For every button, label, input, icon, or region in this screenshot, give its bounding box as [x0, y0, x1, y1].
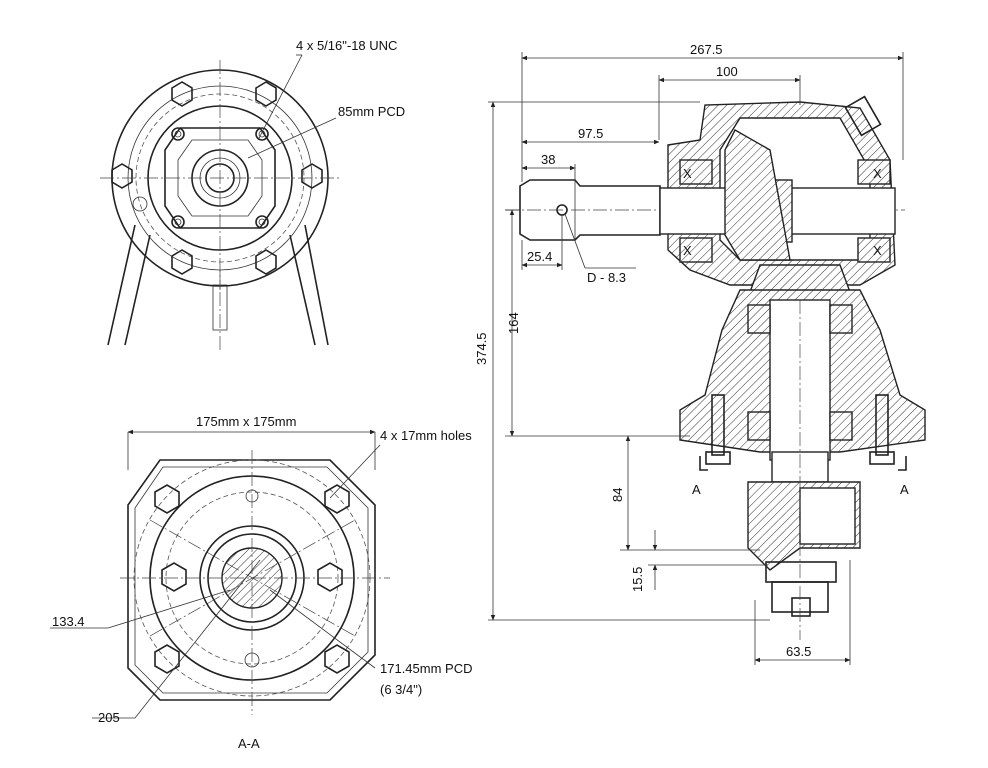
dim-38: 38: [541, 152, 555, 167]
dim-25: 25.4: [527, 249, 552, 264]
dim-205: 205: [98, 710, 120, 725]
svg-text:X: X: [873, 166, 882, 181]
outer-bolts: [111, 81, 323, 275]
cut-a-left: A: [692, 482, 701, 497]
holes-label: 4 x 17mm holes: [380, 428, 472, 443]
section-view: [50, 429, 390, 719]
svg-text:X: X: [683, 243, 692, 258]
pcd171-inch-label: (6 3/4"): [380, 682, 422, 697]
dim-374: 374.5: [474, 332, 489, 365]
dim-63: 63.5: [786, 644, 811, 659]
square-label: 175mm x 175mm: [196, 414, 296, 429]
dim-164: 164: [506, 312, 521, 334]
dim-hole-label: D - 8.3: [587, 270, 626, 285]
svg-text:X: X: [683, 166, 692, 181]
dim-133: 133.4: [52, 614, 85, 629]
dim-267: 267.5: [690, 42, 723, 57]
dim-97: 97.5: [578, 126, 603, 141]
section-label: A-A: [238, 736, 260, 751]
top-bolts-label: 4 x 5/16"-18 UNC: [296, 38, 397, 53]
svg-text:X: X: [873, 243, 882, 258]
side-dimensions: [488, 52, 904, 665]
side-section: X X X X: [505, 95, 926, 640]
top-pcd-label: 85mm PCD: [338, 104, 405, 119]
end-view: [100, 54, 340, 350]
dim-15: 15.5: [630, 567, 645, 592]
pcd171-label: 171.45mm PCD: [380, 661, 472, 676]
dim-100: 100: [716, 64, 738, 79]
dim-84: 84: [610, 488, 625, 502]
cut-a-right: A: [900, 482, 909, 497]
